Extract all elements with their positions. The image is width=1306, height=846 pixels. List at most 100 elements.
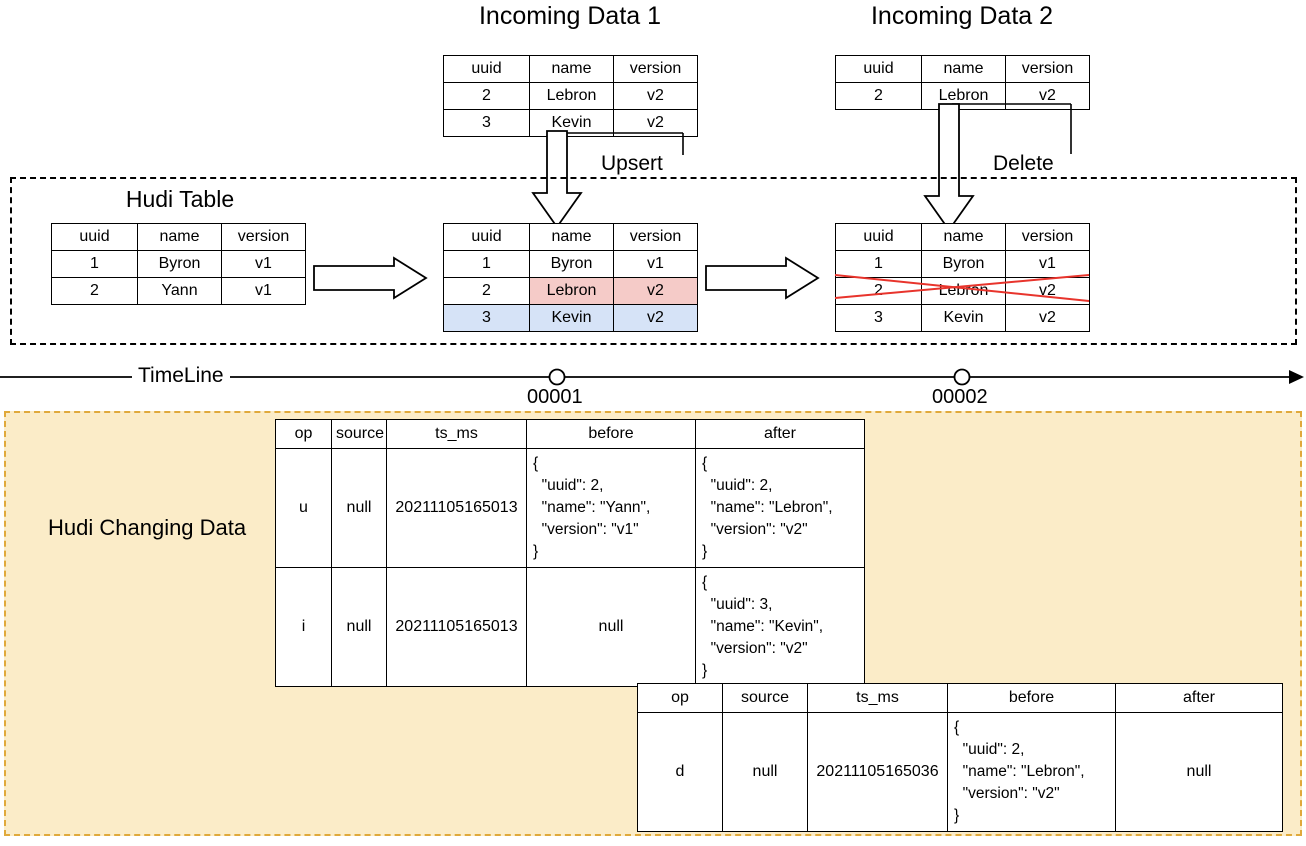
cell-version: v1 (221, 277, 306, 305)
column-header-version: version (613, 223, 698, 251)
cell-name: Yann (137, 277, 222, 305)
table-row-updated: 2 Lebron v2 (443, 277, 698, 305)
column-header-ts-ms: ts_ms (386, 419, 527, 449)
table-header-row: uuid name version (835, 55, 1090, 83)
cell-before: { "uuid": 2, "name": "Lebron", "version"… (947, 712, 1116, 832)
cell-uuid: 2 (835, 82, 922, 110)
upsert-transition-arrow-icon (313, 256, 428, 300)
cell-source: null (722, 712, 808, 832)
table-row: u null 20211105165013 { "uuid": 2, "name… (275, 448, 865, 568)
table-row: d null 20211105165036 { "uuid": 2, "name… (637, 712, 1283, 832)
upsert-down-arrow-icon (531, 130, 583, 229)
column-header-uuid: uuid (835, 55, 922, 83)
table-header-row: op source ts_ms before after (637, 683, 1283, 713)
column-header-version: version (613, 55, 698, 83)
table-header-row: uuid name version (443, 55, 698, 83)
delete-connector (952, 103, 1072, 154)
table-row: i null 20211105165013 null { "uuid": 3, … (275, 567, 865, 687)
delete-label: Delete (993, 152, 1054, 175)
cell-version: v2 (613, 82, 698, 110)
column-header-before: before (947, 683, 1116, 713)
incoming-data-2-table: uuid name version 2 Lebron v2 (835, 55, 1090, 110)
table-row: 1 Byron v1 (835, 250, 1090, 278)
column-header-ts-ms: ts_ms (807, 683, 948, 713)
cell-version: v2 (1005, 304, 1090, 332)
cell-uuid: 3 (835, 304, 922, 332)
table-row: 2 Yann v1 (51, 277, 306, 305)
upsert-connector (560, 132, 684, 155)
cell-uuid: 3 (443, 109, 530, 137)
column-header-op: op (275, 419, 332, 449)
cell-after: { "uuid": 3, "name": "Kevin", "version":… (695, 567, 865, 687)
column-header-uuid: uuid (443, 55, 530, 83)
table-header-row: uuid name version (443, 223, 698, 251)
cell-name: Kevin (529, 304, 614, 332)
timeline-marker-00001: 00001 (527, 386, 583, 408)
cell-name: Byron (137, 250, 222, 278)
table-row: 1 Byron v1 (51, 250, 306, 278)
column-header-name: name (529, 223, 614, 251)
cell-version: v1 (1005, 250, 1090, 278)
cell-version: v2 (613, 277, 698, 305)
table-row: 1 Byron v1 (443, 250, 698, 278)
cell-name: Kevin (921, 304, 1006, 332)
column-header-name: name (921, 55, 1006, 83)
cell-uuid: 1 (51, 250, 138, 278)
hudi-after-upsert-table: uuid name version 1 Byron v1 2 Lebron v2… (443, 223, 698, 332)
column-header-name: name (921, 223, 1006, 251)
hudi-after-delete-table: uuid name version 1 Byron v1 2 Lebron v2… (835, 223, 1090, 332)
delete-transition-arrow-icon (705, 256, 820, 300)
table-header-row: op source ts_ms before after (275, 419, 865, 449)
column-header-source: source (331, 419, 387, 449)
cell-after: { "uuid": 2, "name": "Lebron", "version"… (695, 448, 865, 568)
cell-name: Lebron (529, 82, 614, 110)
cell-uuid: 1 (835, 250, 922, 278)
timeline-marker-00002: 00002 (932, 386, 988, 408)
cell-op: u (275, 448, 332, 568)
column-header-version: version (1005, 223, 1090, 251)
column-header-after: after (695, 419, 865, 449)
cell-op: i (275, 567, 332, 687)
column-header-uuid: uuid (51, 223, 138, 251)
column-header-uuid: uuid (443, 223, 530, 251)
table-row: 2 Lebron v2 (443, 82, 698, 110)
cell-version: v2 (1005, 82, 1090, 110)
table-header-row: uuid name version (835, 223, 1090, 251)
incoming-data-2-title: Incoming Data 2 (870, 2, 1054, 30)
hudi-changing-data-label: Hudi Changing Data (48, 515, 247, 540)
column-header-name: name (137, 223, 222, 251)
column-header-after: after (1115, 683, 1283, 713)
cell-before: { "uuid": 2, "name": "Yann", "version": … (526, 448, 696, 568)
column-header-version: version (1005, 55, 1090, 83)
cell-ts-ms: 20211105165013 (386, 567, 527, 687)
cell-after: null (1115, 712, 1283, 832)
cell-uuid: 2 (443, 82, 530, 110)
timeline: TimeLine 00001 00002 (0, 360, 1306, 410)
table-row: 2 Lebron v2 (835, 82, 1090, 110)
cdc-table-upsert: op source ts_ms before after u null 2021… (275, 419, 865, 687)
table-row: 3 Kevin v2 (835, 304, 1090, 332)
hudi-table-title: Hudi Table (125, 186, 235, 212)
cell-version: v2 (613, 304, 698, 332)
cell-ts-ms: 20211105165036 (807, 712, 948, 832)
cell-version: v1 (613, 250, 698, 278)
cell-source: null (331, 448, 387, 568)
upsert-label: Upsert (601, 152, 663, 175)
table-row-inserted: 3 Kevin v2 (443, 304, 698, 332)
cdc-table-delete: op source ts_ms before after d null 2021… (637, 683, 1283, 832)
cell-op: d (637, 712, 723, 832)
column-header-source: source (722, 683, 808, 713)
cell-name: Lebron (529, 277, 614, 305)
cell-source: null (331, 567, 387, 687)
incoming-data-1-table: uuid name version 2 Lebron v2 3 Kevin v2 (443, 55, 698, 137)
table-header-row: uuid name version (51, 223, 306, 251)
cell-uuid: 1 (443, 250, 530, 278)
column-header-name: name (529, 55, 614, 83)
cell-version: v1 (221, 250, 306, 278)
cell-uuid: 3 (443, 304, 530, 332)
column-header-version: version (221, 223, 306, 251)
cell-before: null (526, 567, 696, 687)
column-header-before: before (526, 419, 696, 449)
delete-down-arrow-icon (923, 103, 975, 232)
hudi-table-region (10, 177, 1297, 345)
